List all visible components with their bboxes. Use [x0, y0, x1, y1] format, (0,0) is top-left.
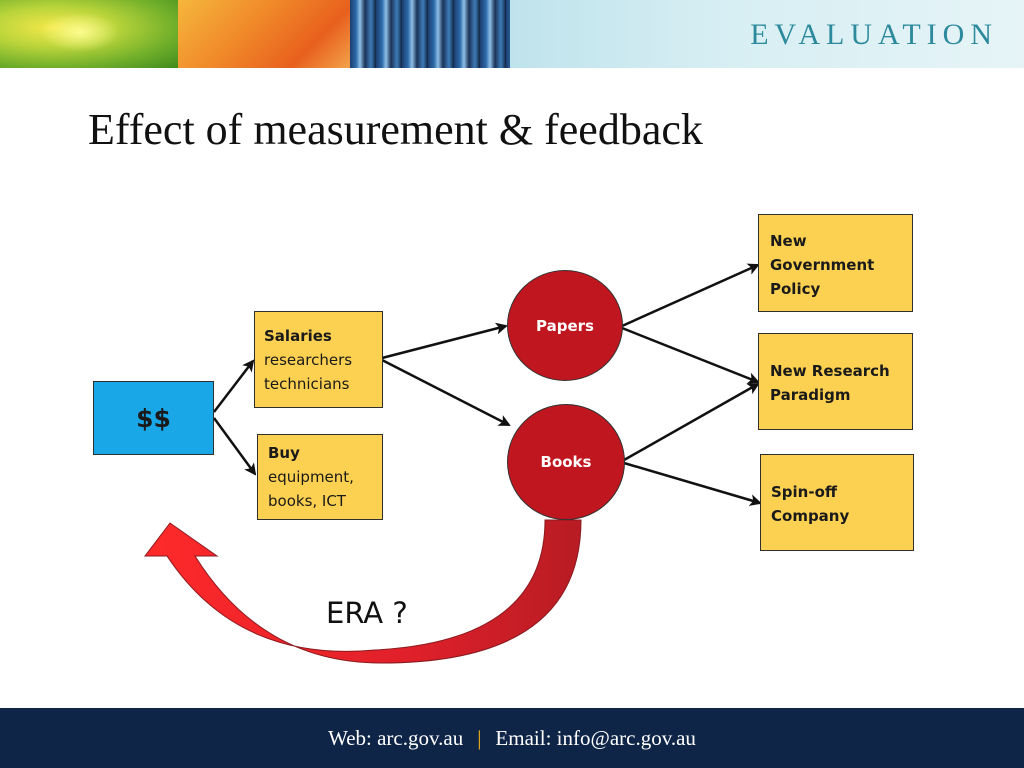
banner-background	[510, 0, 1024, 68]
footer-bar: Web: arc.gov.au | Email: info@arc.gov.au	[0, 708, 1024, 768]
feedback-arrow	[143, 519, 582, 664]
spinoff-line-2: Company	[771, 507, 850, 525]
feedback-label: ERA ?	[326, 596, 408, 630]
salaries-title: Salaries	[264, 327, 332, 345]
books-node: Books	[507, 404, 625, 520]
footer-web-link[interactable]: Web: arc.gov.au	[328, 726, 464, 750]
banner-image-highlight	[40, 12, 120, 52]
arrow-papers-to-paradigm	[621, 326, 760, 384]
buy-box: Buy equipment, books, ICT	[257, 434, 383, 520]
banner-image-orange	[178, 0, 350, 68]
paradigm-box: New Research Paradigm	[758, 333, 913, 430]
footer-contact: Web: arc.gov.au | Email: info@arc.gov.au	[0, 726, 1024, 751]
paradigm-line-2: Paradigm	[770, 386, 851, 404]
slide-title: Effect of measurement & feedback	[88, 105, 703, 154]
section-label: EVALUATION	[750, 18, 998, 51]
footer-email-link[interactable]: Email: info@arc.gov.au	[495, 726, 696, 750]
header-banner: EVALUATION	[0, 0, 1024, 68]
arrow-books-to-paradigm	[623, 382, 760, 462]
arrow-books-to-spinoff	[623, 461, 762, 506]
funding-box: $$	[93, 381, 214, 455]
arrow-salaries-to-papers	[381, 322, 508, 360]
buy-title: Buy	[268, 444, 300, 462]
arrow-money-to-buy	[212, 417, 257, 476]
salaries-line-3: technicians	[264, 375, 350, 393]
policy-line-3: Policy	[770, 280, 821, 298]
spinoff-box: Spin-off Company	[760, 454, 914, 551]
footer-separator: |	[477, 726, 482, 750]
papers-node: Papers	[507, 270, 623, 381]
policy-box: New Government Policy	[758, 214, 913, 312]
buy-line-2: equipment,	[268, 468, 354, 486]
funding-label: $$	[136, 403, 171, 433]
books-label: Books	[540, 453, 592, 471]
salaries-box: Salaries researchers technicians	[254, 311, 383, 408]
policy-line-1: New	[770, 232, 807, 250]
arrow-salaries-to-books	[381, 358, 511, 427]
paradigm-line-1: New Research	[770, 362, 890, 380]
arrow-papers-to-policy	[621, 263, 760, 328]
banner-image-blue	[350, 0, 510, 68]
buy-line-3: books, ICT	[268, 492, 346, 510]
spinoff-line-1: Spin-off	[771, 483, 838, 501]
arrow-money-to-salaries	[213, 359, 255, 413]
policy-line-2: Government	[770, 256, 875, 274]
papers-label: Papers	[536, 316, 594, 335]
salaries-line-2: researchers	[264, 351, 353, 369]
